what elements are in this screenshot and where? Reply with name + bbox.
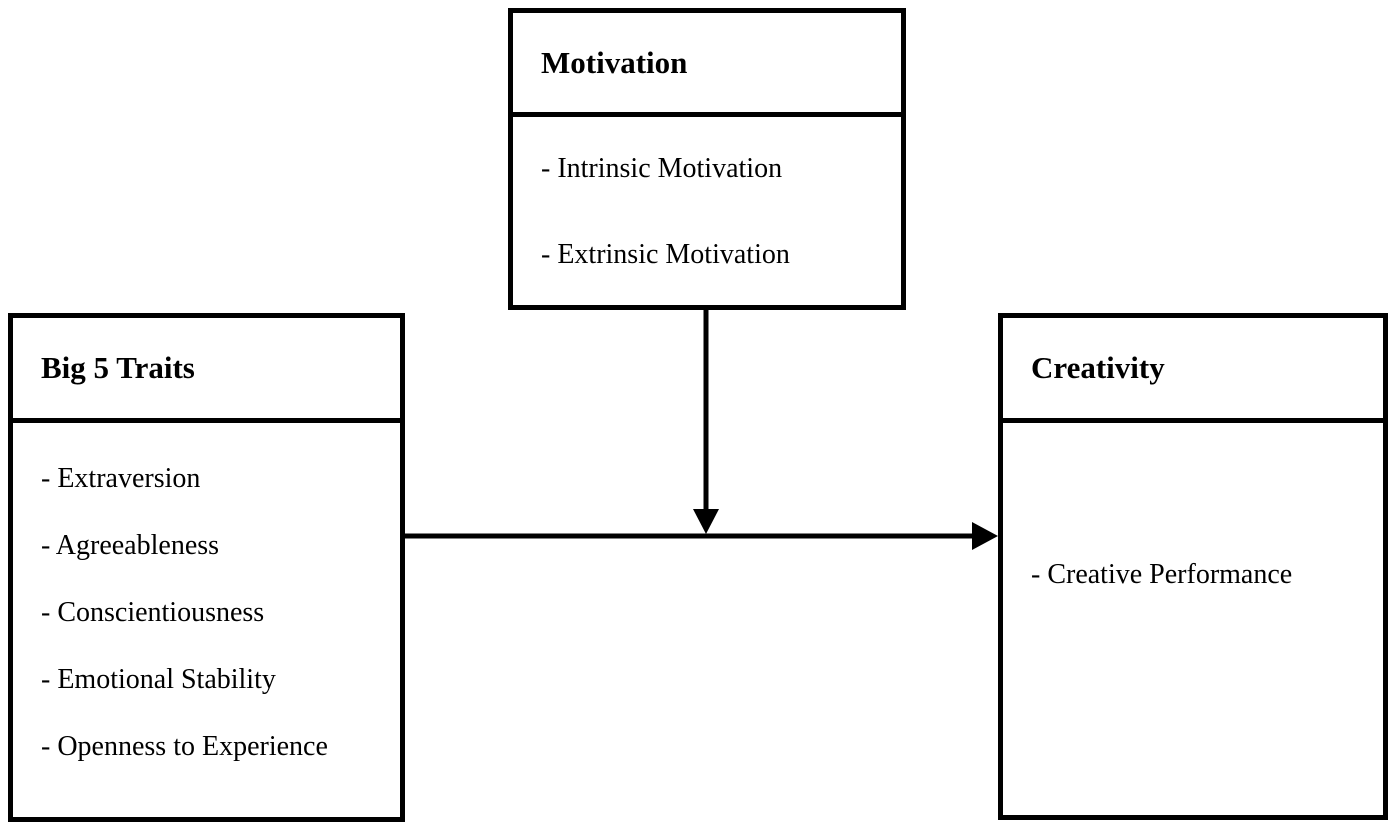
predictor-box-content: - Extraversion - Agreeableness - Conscie… xyxy=(13,423,400,780)
list-item: - Conscientiousness xyxy=(41,596,265,628)
predictor-box-title: Big 5 Traits xyxy=(13,318,400,423)
list-item: - Creative Performance xyxy=(1031,559,1293,590)
outcome-box-title: Creativity xyxy=(1003,318,1383,423)
list-item: - Extraversion xyxy=(41,462,201,494)
list-item: - Extrinsic Motivation xyxy=(541,239,790,270)
moderator-box: Motivation - Intrinsic Motivation - Extr… xyxy=(508,8,906,310)
moderation-arrow xyxy=(693,310,719,534)
outcome-box: Creativity - Creative Performance xyxy=(998,313,1388,820)
list-item: - Emotional Stability xyxy=(41,663,276,695)
list-item: - Intrinsic Motivation xyxy=(541,153,783,184)
list-item: - Agreeableness xyxy=(41,529,220,561)
direct-effect-arrow xyxy=(405,522,998,550)
moderator-box-title: Motivation xyxy=(513,13,901,117)
predictor-box: Big 5 Traits - Extraversion - Agreeablen… xyxy=(8,313,405,822)
list-item: - Openness to Experience xyxy=(41,730,328,762)
outcome-box-content: - Creative Performance xyxy=(1003,423,1383,605)
moderator-box-content: - Intrinsic Motivation - Extrinsic Motiv… xyxy=(513,117,901,298)
